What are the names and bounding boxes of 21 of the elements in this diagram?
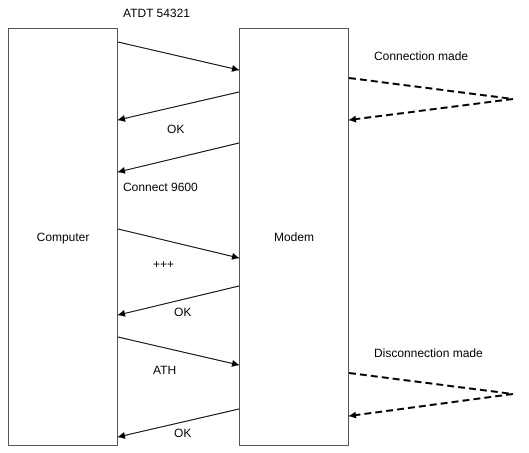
arrow (118, 408, 240, 439)
process-box (239, 28, 349, 446)
edge-label: OK (173, 426, 192, 440)
edge-label: ATDT 54321 (122, 6, 191, 20)
note: Connection made (374, 49, 468, 63)
dashed-arrow (348, 98, 514, 123)
arrow (118, 142, 240, 174)
edge-label: OK (166, 122, 186, 136)
arrow (118, 286, 240, 317)
dashed-arrow (348, 393, 514, 419)
edge-label: Connect 9600 (122, 180, 199, 194)
process-box (8, 28, 118, 446)
arrow (118, 336, 240, 367)
note: Disconnection made (374, 346, 483, 360)
arrow (118, 228, 240, 260)
node-label: Modem (274, 230, 314, 244)
edge-label: ATH (152, 363, 178, 377)
edge-label: OK (173, 305, 192, 319)
arrow (118, 42, 240, 72)
arrow (118, 92, 240, 122)
node-label: Computer (36, 230, 90, 244)
